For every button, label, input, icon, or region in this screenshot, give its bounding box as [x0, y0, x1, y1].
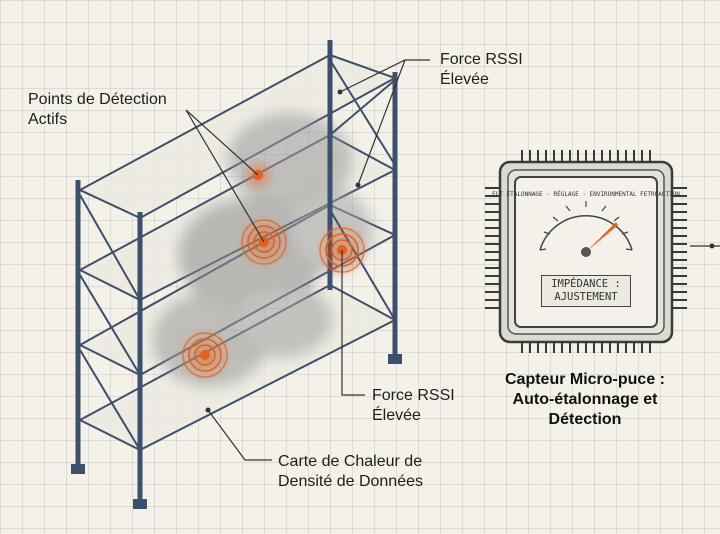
callout-rssi-bottom-line1: Force RSSI [372, 387, 455, 404]
gauge-ticks [539, 201, 633, 251]
chip-caption: Capteur Micro-puce : Auto-étalonnage et … [480, 370, 690, 430]
gauge-label-line1: IMPÉDANCE : [551, 278, 621, 290]
gauge-arc-text: ELT ÉTALONNAGE · RÉGLAGE · ENVIRONMENTAL… [492, 190, 680, 198]
gauge-label: IMPÉDANCE : AJUSTEMENT [541, 275, 631, 307]
callout-rssi-bottom: Force RSSI Élevée [372, 386, 455, 426]
callout-rssi-top: Force RSSI Élevée [440, 50, 523, 90]
callout-detection-points-line1: Points de Détection [28, 91, 167, 108]
callout-rssi-top-line1: Force RSSI [440, 51, 523, 68]
microchip: ELT ÉTALONNAGE · RÉGLAGE · ENVIRONMENTAL… [485, 150, 687, 353]
callout-rssi-top-line2: Élevée [440, 71, 489, 88]
callout-rssi-bottom-line2: Élevée [372, 407, 421, 424]
gauge-needle [581, 222, 618, 257]
chip-caption-line2: Auto-étalonnage et [512, 391, 658, 408]
chip-connector-dot [709, 243, 715, 249]
callout-detection-points: Points de Détection Actifs [28, 90, 167, 130]
chip-pins-right [672, 187, 687, 309]
chip-pins-left [485, 187, 500, 309]
gauge-label-line2: AJUSTEMENT [554, 291, 618, 303]
callout-heatmap-line1: Carte de Chaleur de [278, 453, 423, 470]
chip-caption-line3: Détection [548, 411, 622, 428]
callout-heatmap: Carte de Chaleur de Densité de Données [278, 452, 423, 492]
hotspot-bottom [177, 327, 233, 383]
chip-caption-line1: Capteur Micro-puce : [504, 371, 665, 388]
leader-dots [205, 89, 361, 413]
callout-heatmap-line2: Densité de Données [278, 473, 423, 490]
leader-lines [185, 59, 430, 461]
callout-detection-points-line2: Actifs [28, 111, 68, 128]
